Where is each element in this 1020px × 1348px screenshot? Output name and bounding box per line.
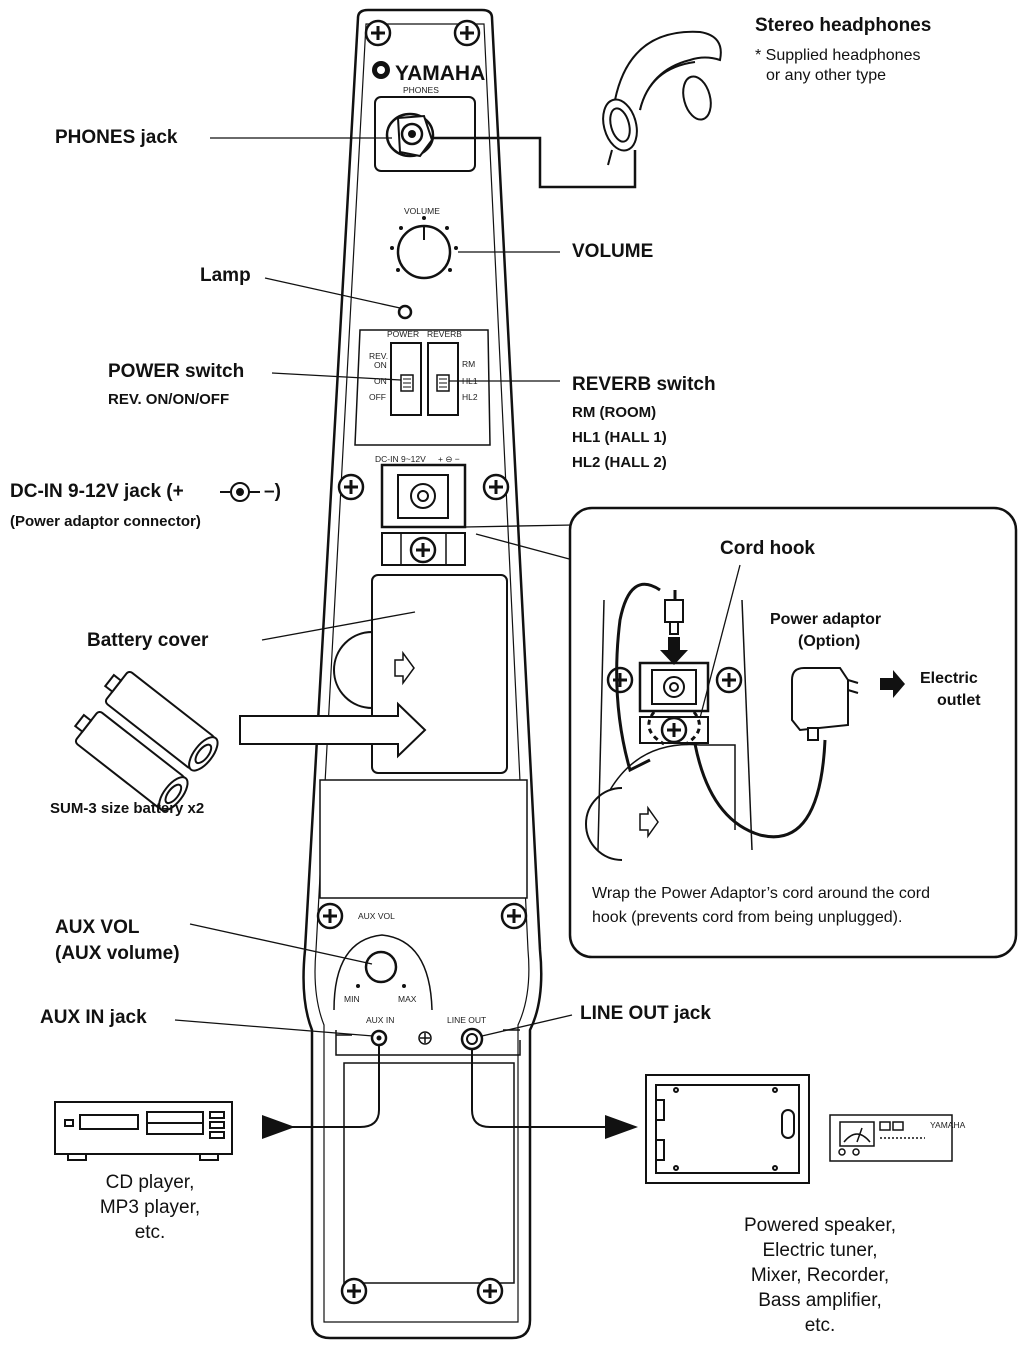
destination-devices-caption: Powered speaker, Electric tuner, Mixer, …	[705, 1213, 935, 1338]
aux-vol-label: AUX VOL	[55, 917, 140, 938]
dest-line-1: Powered speaker,	[743, 1215, 897, 1236]
aux-in-panel-label: AUX IN	[366, 1015, 394, 1025]
inset-note-line-2: hook (prevents cord from being unplugged…	[592, 909, 903, 926]
inset-detail	[585, 564, 827, 861]
cord-hook-label: Cord hook	[720, 538, 815, 559]
power-panel-label: POWER	[387, 329, 419, 339]
tuner-logo: YAMAHA	[930, 1120, 966, 1130]
line-out-arrow-icon	[605, 1115, 638, 1139]
dc-in-minus-label: –)	[264, 481, 281, 502]
power-adaptor-icon	[791, 667, 859, 741]
power-modes-label: REV. ON/ON/OFF	[108, 391, 230, 408]
dest-line-2: Electric tuner,	[762, 1240, 878, 1261]
brand-logo-text: YAMAHA	[395, 62, 485, 85]
max-label: MAX	[398, 994, 417, 1004]
dc-in-jack-icon	[380, 463, 467, 529]
volume-panel-label: VOLUME	[404, 206, 440, 216]
dc-in-jack-label: DC-IN 9-12V jack (+	[10, 481, 184, 502]
screw-icon	[453, 19, 481, 47]
dest-line-4: Bass amplifier,	[758, 1290, 882, 1311]
dc-in-panel-label: DC-IN 9~12V	[375, 454, 426, 464]
phones-panel-label: PHONES	[403, 85, 439, 95]
screw-icon	[316, 902, 344, 930]
power-switch-icon	[390, 342, 422, 416]
outlet-label: outlet	[937, 692, 981, 709]
dest-line-5: etc.	[804, 1315, 836, 1336]
reverb-panel-label: REVERB	[427, 329, 462, 339]
hl2-label: HL2	[462, 392, 478, 402]
powered-speaker-icon	[645, 1074, 810, 1184]
ground-screw-icon	[418, 1031, 432, 1045]
lamp-label: Lamp	[200, 265, 251, 286]
source-devices-caption: CD player, MP3 player, etc.	[60, 1170, 240, 1245]
line-out-panel-label: LINE OUT	[447, 1015, 486, 1025]
screw-icon	[340, 1277, 368, 1305]
aux-vol-sub-label: (AUX volume)	[55, 943, 180, 964]
hl1-label: HL1	[462, 376, 478, 386]
phones-jack-label: PHONES jack	[55, 127, 178, 148]
headphones-note-2: or any other type	[766, 67, 887, 84]
power-switch-label: POWER switch	[108, 361, 245, 382]
volume-label: VOLUME	[572, 241, 654, 262]
screw-icon	[337, 473, 365, 501]
headphone-cable	[432, 136, 637, 189]
reverb-switch-icon	[427, 342, 459, 416]
reverb-rm-label: RM (ROOM)	[572, 404, 657, 421]
polarity-symbol-icon	[220, 482, 260, 502]
headphones-title: Stereo headphones	[755, 15, 932, 36]
aux-vol-panel-label: AUX VOL	[358, 911, 395, 921]
cd-player-icon	[54, 1101, 233, 1161]
cord-hook-icon	[381, 532, 466, 566]
electric-label: Electric	[920, 670, 978, 687]
rev-on-label: REV.	[369, 351, 388, 361]
battery-label: SUM-3 size battery x2	[50, 800, 205, 817]
min-label: MIN	[344, 994, 360, 1004]
headphones-note-1: * Supplied headphones	[755, 47, 921, 64]
battery-icon	[73, 670, 219, 812]
aux-in-jack-label: AUX IN jack	[40, 1007, 147, 1028]
volume-knob-icon	[390, 216, 458, 280]
power-adaptor-label: Power adaptor	[770, 611, 882, 628]
reverb-hl2-label: HL2 (HALL 2)	[572, 454, 667, 471]
dc-polarity-panel-label: + ⊖ −	[438, 454, 460, 464]
headphones-icon	[602, 30, 722, 166]
line-out-jack-label: LINE OUT jack	[580, 1003, 711, 1024]
yamaha-logo-icon	[372, 61, 390, 79]
source-line-1: CD player,	[105, 1172, 195, 1193]
rev-on-label-2: ON	[374, 360, 387, 370]
source-line-3: etc.	[134, 1222, 166, 1243]
dest-line-3: Mixer, Recorder,	[750, 1265, 890, 1286]
off-label: OFF	[369, 392, 386, 402]
electric-tuner-icon	[829, 1114, 953, 1162]
line-out-jack-icon	[460, 1027, 484, 1051]
screw-icon	[500, 902, 528, 930]
battery-cover-label: Battery cover	[87, 630, 209, 651]
reverb-switch-label: REVERB switch	[572, 374, 716, 395]
screw-icon	[476, 1277, 504, 1305]
source-line-2: MP3 player,	[99, 1197, 201, 1218]
screw-icon	[482, 473, 510, 501]
lamp-icon	[397, 304, 413, 320]
inset-note-line-1: Wrap the Power Adaptor’s cord around the…	[592, 885, 930, 902]
aux-in-jack-icon	[370, 1029, 388, 1047]
aux-vol-knob-icon	[356, 950, 406, 988]
power-adaptor-connector-label: (Power adaptor connector)	[10, 513, 201, 530]
screw-icon	[364, 19, 392, 47]
insert-arrow-icon	[239, 701, 427, 759]
outlet-arrow-icon	[880, 670, 905, 698]
down-arrow-icon	[660, 637, 688, 665]
option-label: (Option)	[798, 633, 861, 650]
phones-jack-icon	[385, 112, 435, 158]
reverb-hl1-label: HL1 (HALL 1)	[572, 429, 667, 446]
rm-label: RM	[462, 359, 475, 369]
aux-arrow-icon	[262, 1115, 295, 1139]
on-label: ON	[374, 376, 387, 386]
